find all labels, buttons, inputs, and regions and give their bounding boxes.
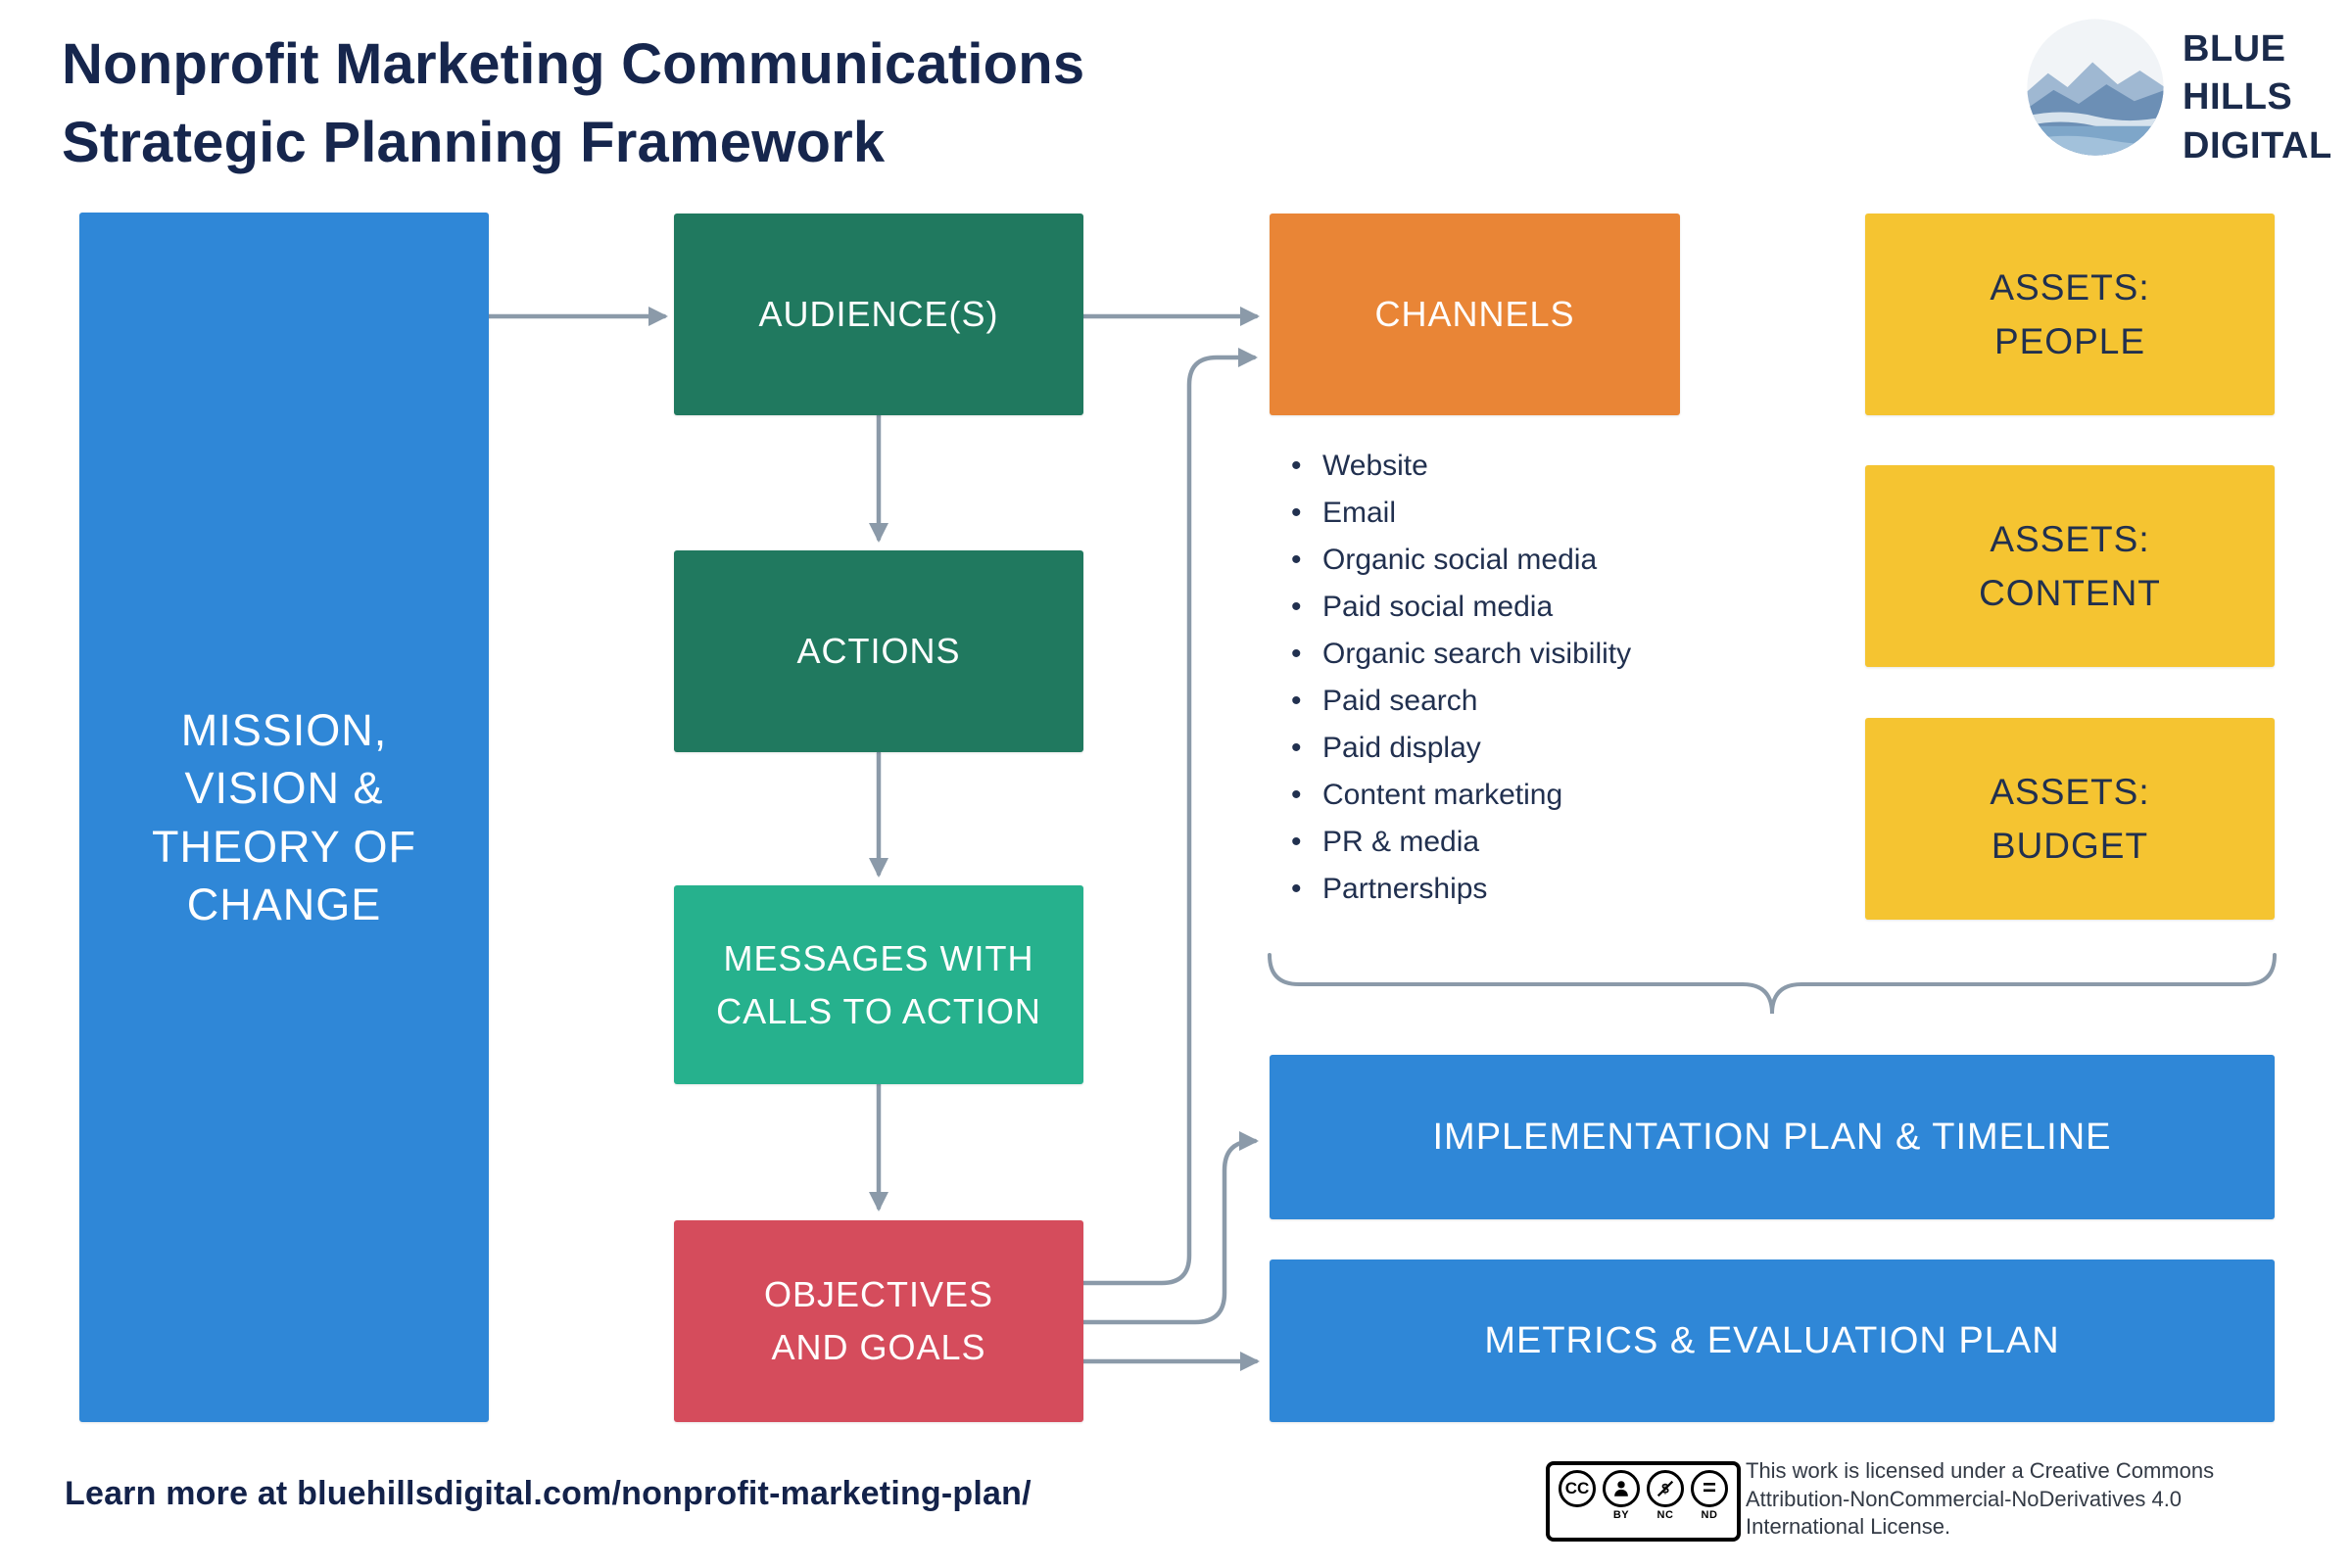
objectives-box: OBJECTIVES AND GOALS bbox=[674, 1220, 1083, 1422]
blue-hills-logo-icon bbox=[2027, 19, 2164, 156]
learn-more-text: Learn more at bluehillsdigital.com/nonpr… bbox=[65, 1475, 1032, 1512]
nc-dollar-icon: $ NC bbox=[1647, 1470, 1684, 1521]
arrow-objectives-to-implementation bbox=[1080, 1131, 1259, 1325]
arrow-objectives-to-channels bbox=[1080, 348, 1258, 1286]
channel-item: Website bbox=[1283, 443, 1930, 490]
cc-icon: CC bbox=[1559, 1470, 1596, 1507]
creative-commons-badge: CC BY $ NC = ND bbox=[1546, 1461, 1741, 1542]
channels-box: CHANNELS bbox=[1270, 214, 1680, 415]
channel-item: Organic social media bbox=[1283, 537, 1930, 584]
channel-item: Partnerships bbox=[1283, 866, 1930, 913]
brand-block: BLUE HILLS DIGITAL bbox=[2026, 18, 2332, 170]
assets-budget-box: ASSETS: BUDGET bbox=[1865, 718, 2275, 920]
mission-vision-box: MISSION, VISION & THEORY OF CHANGE bbox=[79, 213, 489, 1422]
metrics-plan-box: METRICS & EVALUATION PLAN bbox=[1270, 1259, 2275, 1422]
audience-box: AUDIENCE(S) bbox=[674, 214, 1083, 415]
implementation-plan-box: IMPLEMENTATION PLAN & TIMELINE bbox=[1270, 1055, 2275, 1219]
brace-to-implementation bbox=[1268, 953, 2277, 1015]
channel-item: Paid social media bbox=[1283, 584, 1930, 631]
by-person-icon: BY bbox=[1603, 1470, 1640, 1521]
nd-equals-icon: = ND bbox=[1691, 1470, 1728, 1521]
license-text: This work is licensed under a Creative C… bbox=[1746, 1458, 2215, 1540]
messages-box: MESSAGES WITH CALLS TO ACTION bbox=[674, 885, 1083, 1084]
channel-item: Content marketing bbox=[1283, 772, 1930, 819]
brand-name: BLUE HILLS DIGITAL bbox=[2183, 28, 2332, 166]
page-title: Nonprofit Marketing Communications Strat… bbox=[62, 32, 1085, 175]
channel-list: Website Email Organic social media Paid … bbox=[1283, 443, 1930, 913]
assets-people-box: ASSETS: PEOPLE bbox=[1865, 214, 2275, 415]
channel-item: Email bbox=[1283, 490, 1930, 537]
actions-box: ACTIONS bbox=[674, 550, 1083, 752]
channel-item: PR & media bbox=[1283, 819, 1930, 866]
channel-item: Organic search visibility bbox=[1283, 631, 1930, 678]
assets-content-box: ASSETS: CONTENT bbox=[1865, 465, 2275, 667]
channel-item: Paid search bbox=[1283, 678, 1930, 725]
channel-item: Paid display bbox=[1283, 725, 1930, 772]
